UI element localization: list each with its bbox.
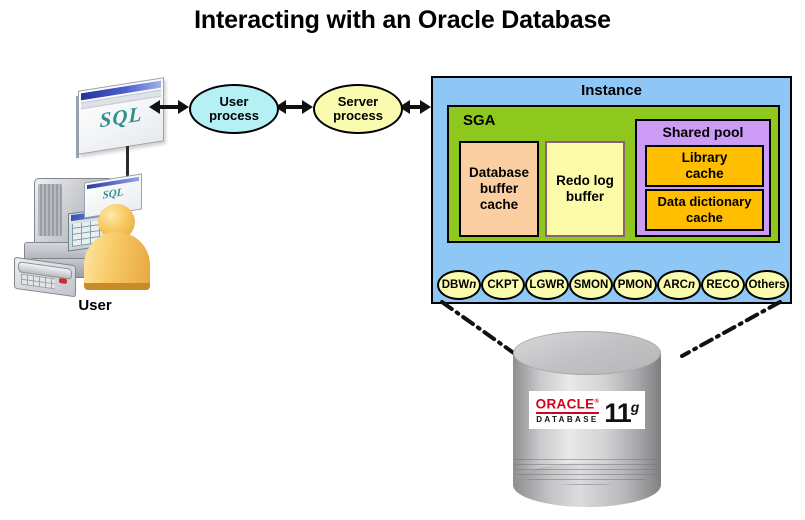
database-buffer-cache-box: Database buffer cache bbox=[459, 141, 539, 237]
server-process-oval: Server process bbox=[313, 84, 403, 134]
background-process-oval: LGWR bbox=[525, 270, 569, 300]
database-cylinder: ORACLE® DATABASE 11g bbox=[513, 331, 661, 507]
oracle-database-logo: ORACLE® DATABASE 11g bbox=[529, 391, 645, 429]
user-label: User bbox=[78, 297, 112, 314]
user-process-oval: User process bbox=[189, 84, 279, 134]
data-dictionary-cache-line2: cache bbox=[686, 210, 723, 225]
user-avatar-body-icon bbox=[84, 232, 150, 290]
oracle-product-label: DATABASE bbox=[536, 415, 599, 425]
sga-box: SGA Database buffer cache Redo log buffe… bbox=[447, 105, 780, 243]
oracle-version-suffix: g bbox=[630, 399, 640, 415]
background-process-label-suffix: n bbox=[469, 279, 477, 291]
trademark-icon: ® bbox=[594, 398, 600, 405]
oracle-brand-text: ORACLE® bbox=[536, 395, 600, 412]
library-cache-line1: Library bbox=[681, 150, 728, 165]
arrow-user-to-server-process bbox=[275, 100, 313, 114]
background-process-label: SMON bbox=[573, 279, 609, 291]
oracle-brand-label: ORACLE bbox=[535, 396, 595, 412]
phone-button-icon bbox=[59, 277, 67, 285]
server-process-label-line1: Server bbox=[337, 94, 379, 109]
sql-window-connector-vertical bbox=[126, 146, 129, 190]
user-workstation-illustration: SQL bbox=[12, 168, 162, 298]
data-dictionary-cache-line1: Data dictionary bbox=[657, 194, 752, 209]
arrow-server-process-to-instance bbox=[399, 100, 431, 114]
cylinder-stacked-discs bbox=[515, 459, 659, 485]
oracle-logo-wordmark: ORACLE® DATABASE bbox=[535, 395, 600, 426]
background-process-label: LGWR bbox=[529, 279, 565, 291]
instance-to-database-connector-left bbox=[440, 300, 520, 358]
instance-to-database-connector-right bbox=[680, 300, 782, 358]
oracle-version-number: 11 bbox=[604, 398, 632, 428]
redo-log-buffer-box: Redo log buffer bbox=[545, 141, 625, 237]
background-process-label: PMON bbox=[617, 279, 653, 291]
sql-client-window: SQL bbox=[78, 77, 164, 155]
background-process-label: DBW bbox=[441, 279, 470, 291]
monitor-vents-icon bbox=[38, 184, 62, 236]
sga-label: SGA bbox=[463, 112, 496, 129]
shared-pool-box: Shared pool Library cache Data dictionar… bbox=[635, 119, 771, 237]
database-buffer-cache-line1: Database bbox=[468, 165, 530, 180]
page-title: Interacting with an Oracle Database bbox=[194, 6, 611, 34]
database-buffer-cache-line3: cache bbox=[479, 197, 519, 212]
data-dictionary-cache-box: Data dictionary cache bbox=[645, 189, 764, 231]
library-cache-line2: cache bbox=[685, 166, 724, 181]
background-process-label: CKPT bbox=[487, 279, 519, 291]
background-process-label: RECO bbox=[706, 279, 740, 291]
shared-pool-label: Shared pool bbox=[662, 124, 744, 140]
database-buffer-cache-line2: buffer bbox=[479, 181, 519, 196]
background-process-label-suffix: n bbox=[687, 279, 695, 291]
background-process-oval: SMON bbox=[569, 270, 613, 300]
redo-log-buffer-line2: buffer bbox=[565, 189, 605, 204]
background-process-oval: RECO bbox=[701, 270, 745, 300]
user-process-label-line2: process bbox=[209, 108, 259, 123]
background-process-oval: CKPT bbox=[481, 270, 525, 300]
cylinder-top-ellipse bbox=[513, 331, 661, 375]
redo-log-buffer-line1: Redo log bbox=[556, 173, 614, 188]
background-process-label: Others bbox=[748, 279, 786, 291]
server-process-label-line2: process bbox=[333, 108, 383, 123]
arrow-sql-to-user-process bbox=[149, 100, 189, 114]
oracle-logo-rule bbox=[535, 412, 600, 415]
background-process-label: ARC bbox=[663, 279, 688, 291]
instance-box: Instance SGA Database buffer cache Redo … bbox=[431, 76, 792, 304]
user-process-label-line1: User bbox=[219, 94, 249, 109]
oracle-version-text: 11g bbox=[604, 394, 640, 428]
background-process-oval: PMON bbox=[613, 270, 657, 300]
sql-window-stand-post bbox=[76, 96, 79, 158]
instance-label: Instance bbox=[581, 82, 642, 99]
background-process-oval: Others bbox=[745, 270, 789, 300]
library-cache-box: Library cache bbox=[645, 145, 764, 187]
